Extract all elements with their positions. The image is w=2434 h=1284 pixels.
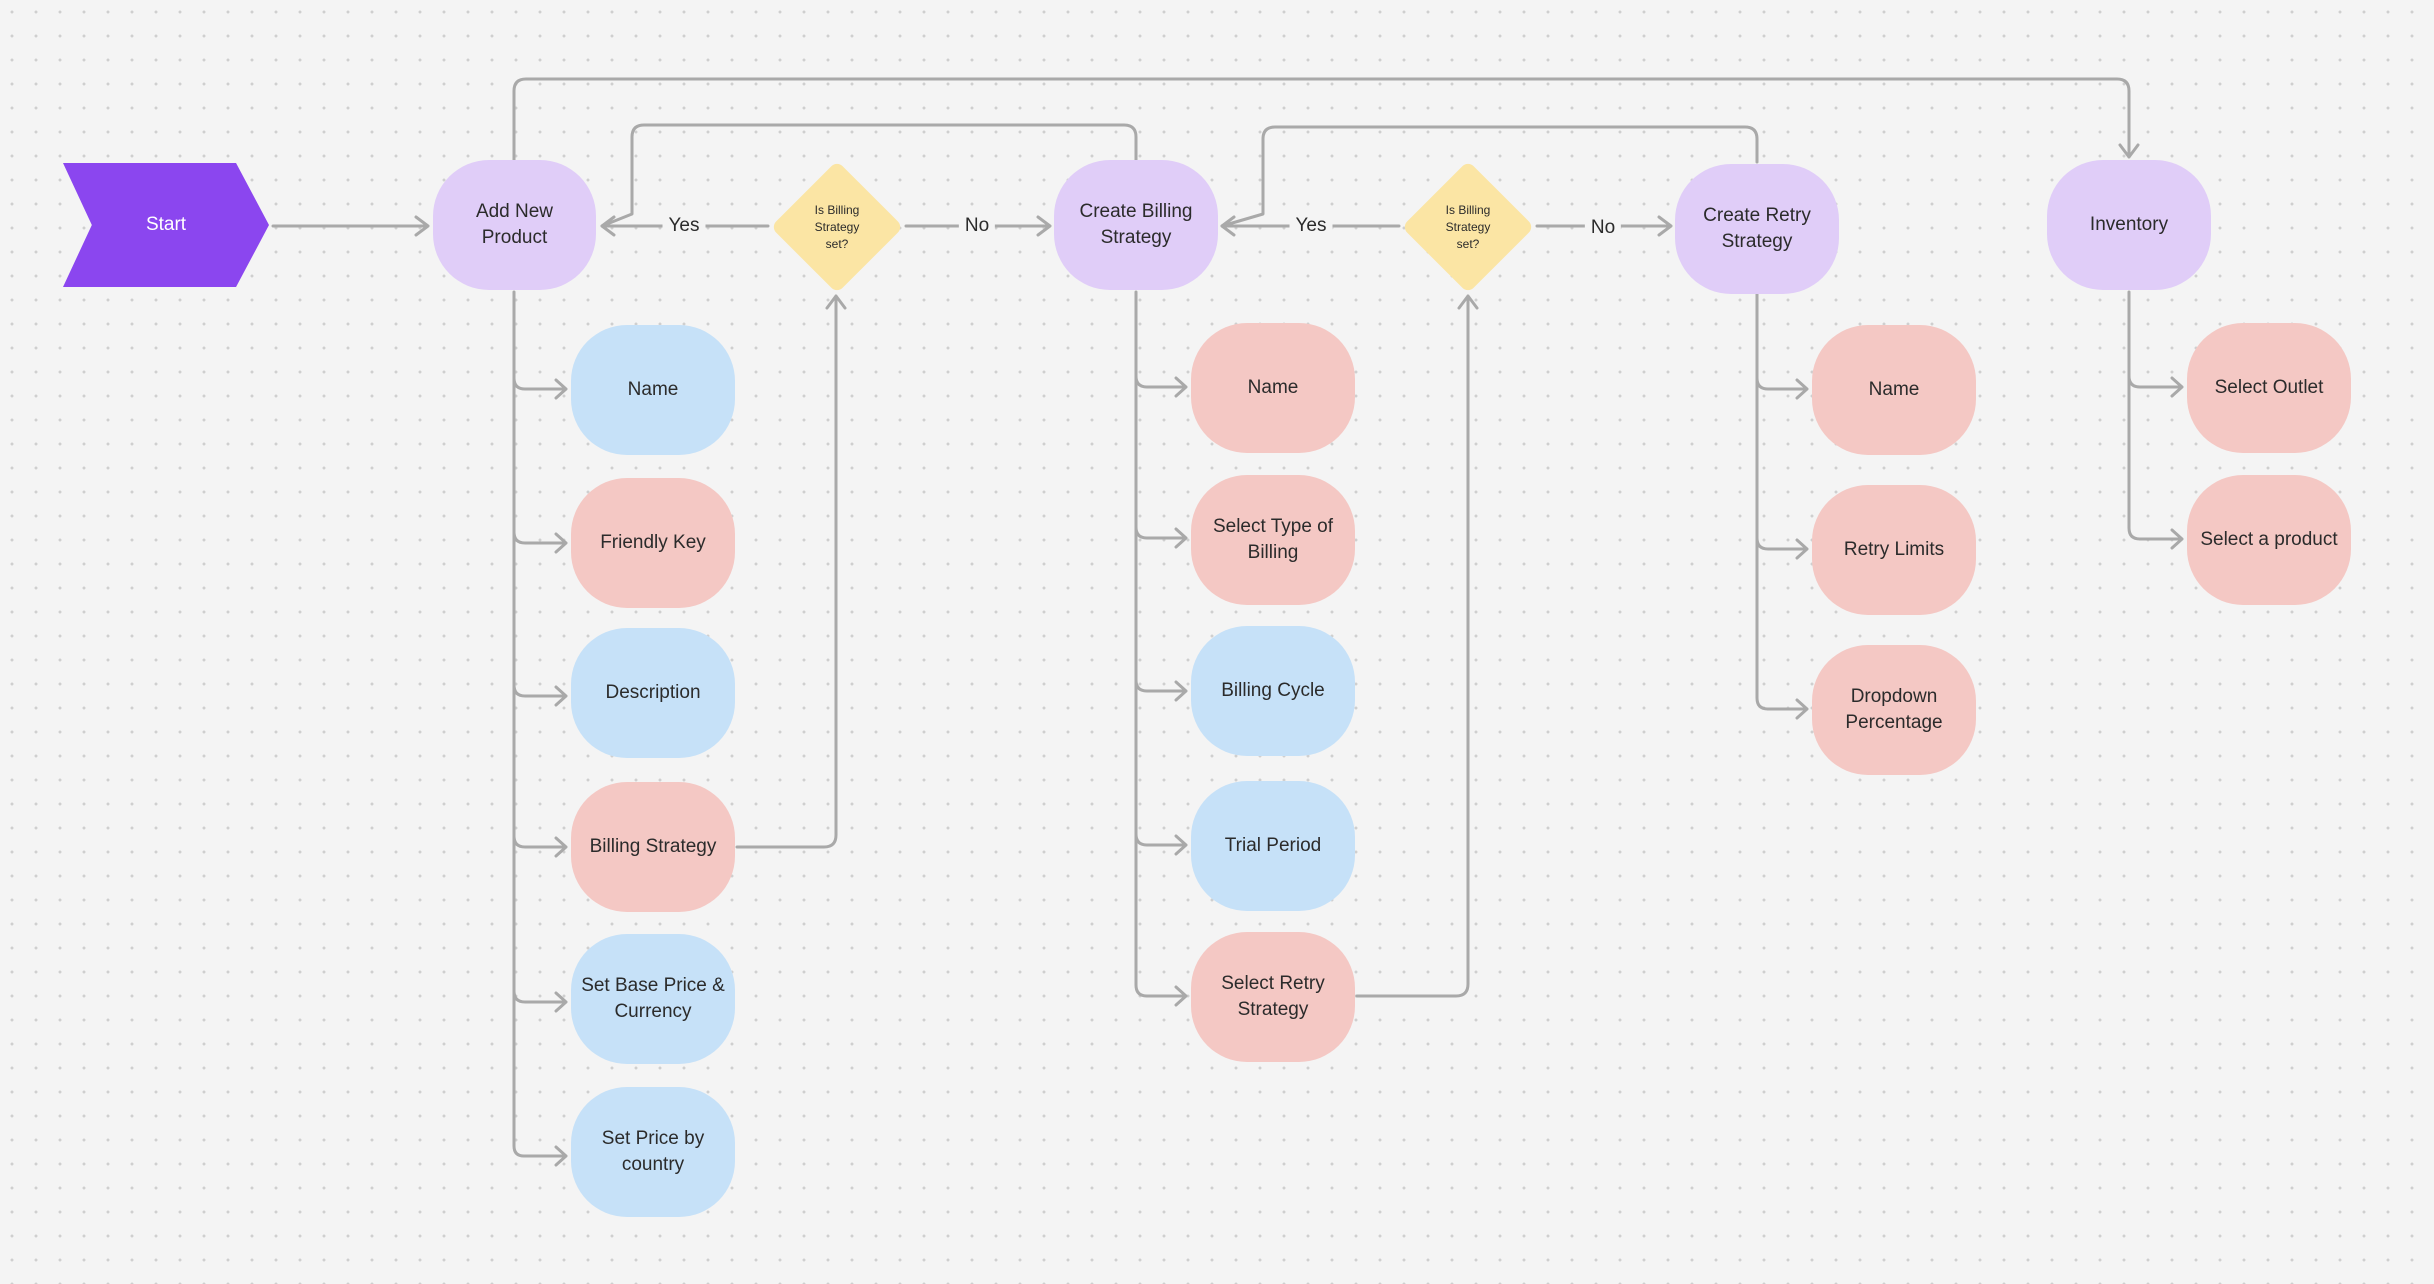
billing-field-retry-strategy[interactable]: Select Retry Strategy [1191, 932, 1355, 1062]
create-retry-strategy-node[interactable]: Create Retry Strategy [1675, 164, 1839, 294]
connector-billing-field-4 [1134, 832, 1188, 856]
connector-retry-fields-spine [1755, 292, 1770, 711]
decision-label: Is Billing Strategy set? [814, 202, 860, 251]
retry-field-limits[interactable]: Retry Limits [1812, 485, 1976, 615]
billing-field-type[interactable]: Select Type of Billing [1191, 475, 1355, 605]
retry-field-name[interactable]: Name [1812, 325, 1976, 455]
product-field-base-price[interactable]: Set Base Price & Currency [571, 934, 735, 1064]
connector-inventory-field-1 [2127, 374, 2184, 398]
connector-product-field-3 [512, 683, 568, 707]
connector-product-to-inventory [512, 77, 2140, 162]
connector-product-field-6 [522, 1145, 568, 1167]
billing-field-name[interactable]: Name [1191, 323, 1355, 453]
connector-billing-field-to-check1 [735, 294, 847, 849]
create-billing-strategy-node[interactable]: Create Billing Strategy [1054, 160, 1218, 290]
connector-billing-field-1 [1134, 374, 1188, 398]
edge-label-yes: Yes [1289, 214, 1333, 238]
connector-product-field-2 [512, 530, 568, 554]
connector-start-to-product [271, 215, 430, 237]
connector-product-fields-spine [512, 290, 526, 1158]
billing-strategy-check-1[interactable]: Is Billing Strategy set? [770, 160, 904, 294]
decision-label: Is Billing Strategy set? [1445, 202, 1491, 251]
billing-field-trial-period[interactable]: Trial Period [1191, 781, 1355, 911]
edge-label-yes: Yes [662, 214, 706, 238]
connector-billing-loop-back [600, 123, 1138, 228]
product-field-description[interactable]: Description [571, 628, 735, 758]
connector-product-field-1 [512, 376, 568, 400]
edge-label-no: No [1584, 216, 1622, 240]
product-field-price-by-country[interactable]: Set Price by country [571, 1087, 735, 1217]
inventory-field-select-outlet[interactable]: Select Outlet [2187, 323, 2351, 453]
product-field-friendly-key[interactable]: Friendly Key [571, 478, 735, 608]
inventory-field-select-product[interactable]: Select a product [2187, 475, 2351, 605]
connector-retry-loop-back [1220, 125, 1759, 228]
connector-billing-field-3 [1134, 678, 1188, 702]
billing-field-cycle[interactable]: Billing Cycle [1191, 626, 1355, 756]
connector-billing-field-5 [1145, 985, 1188, 1007]
connector-billing-fields-spine [1134, 290, 1149, 998]
add-new-product-node[interactable]: Add New Product [433, 160, 596, 290]
connector-inventory-field-2 [2138, 528, 2184, 550]
billing-strategy-check-2[interactable]: Is Billing Strategy set? [1401, 160, 1535, 294]
inventory-node[interactable]: Inventory [2047, 160, 2211, 290]
product-field-name[interactable]: Name [571, 325, 735, 455]
connector-product-field-4 [512, 834, 568, 858]
connector-retry-field-2 [1755, 536, 1809, 560]
retry-field-dropdown-percentage[interactable]: Dropdown Percentage [1812, 645, 1976, 775]
edge-label-no: No [958, 214, 996, 238]
connector-retry-field-3 [1766, 698, 1809, 720]
connector-product-field-5 [512, 989, 568, 1013]
connector-inventory-fields-spine [2127, 290, 2142, 541]
connector-retry-field-1 [1755, 376, 1809, 400]
product-field-billing-strategy[interactable]: Billing Strategy [571, 782, 735, 912]
start-node[interactable]: Start [63, 163, 269, 287]
connector-billing-field-2 [1134, 525, 1188, 549]
connector-retry-field-to-check2 [1355, 294, 1479, 998]
